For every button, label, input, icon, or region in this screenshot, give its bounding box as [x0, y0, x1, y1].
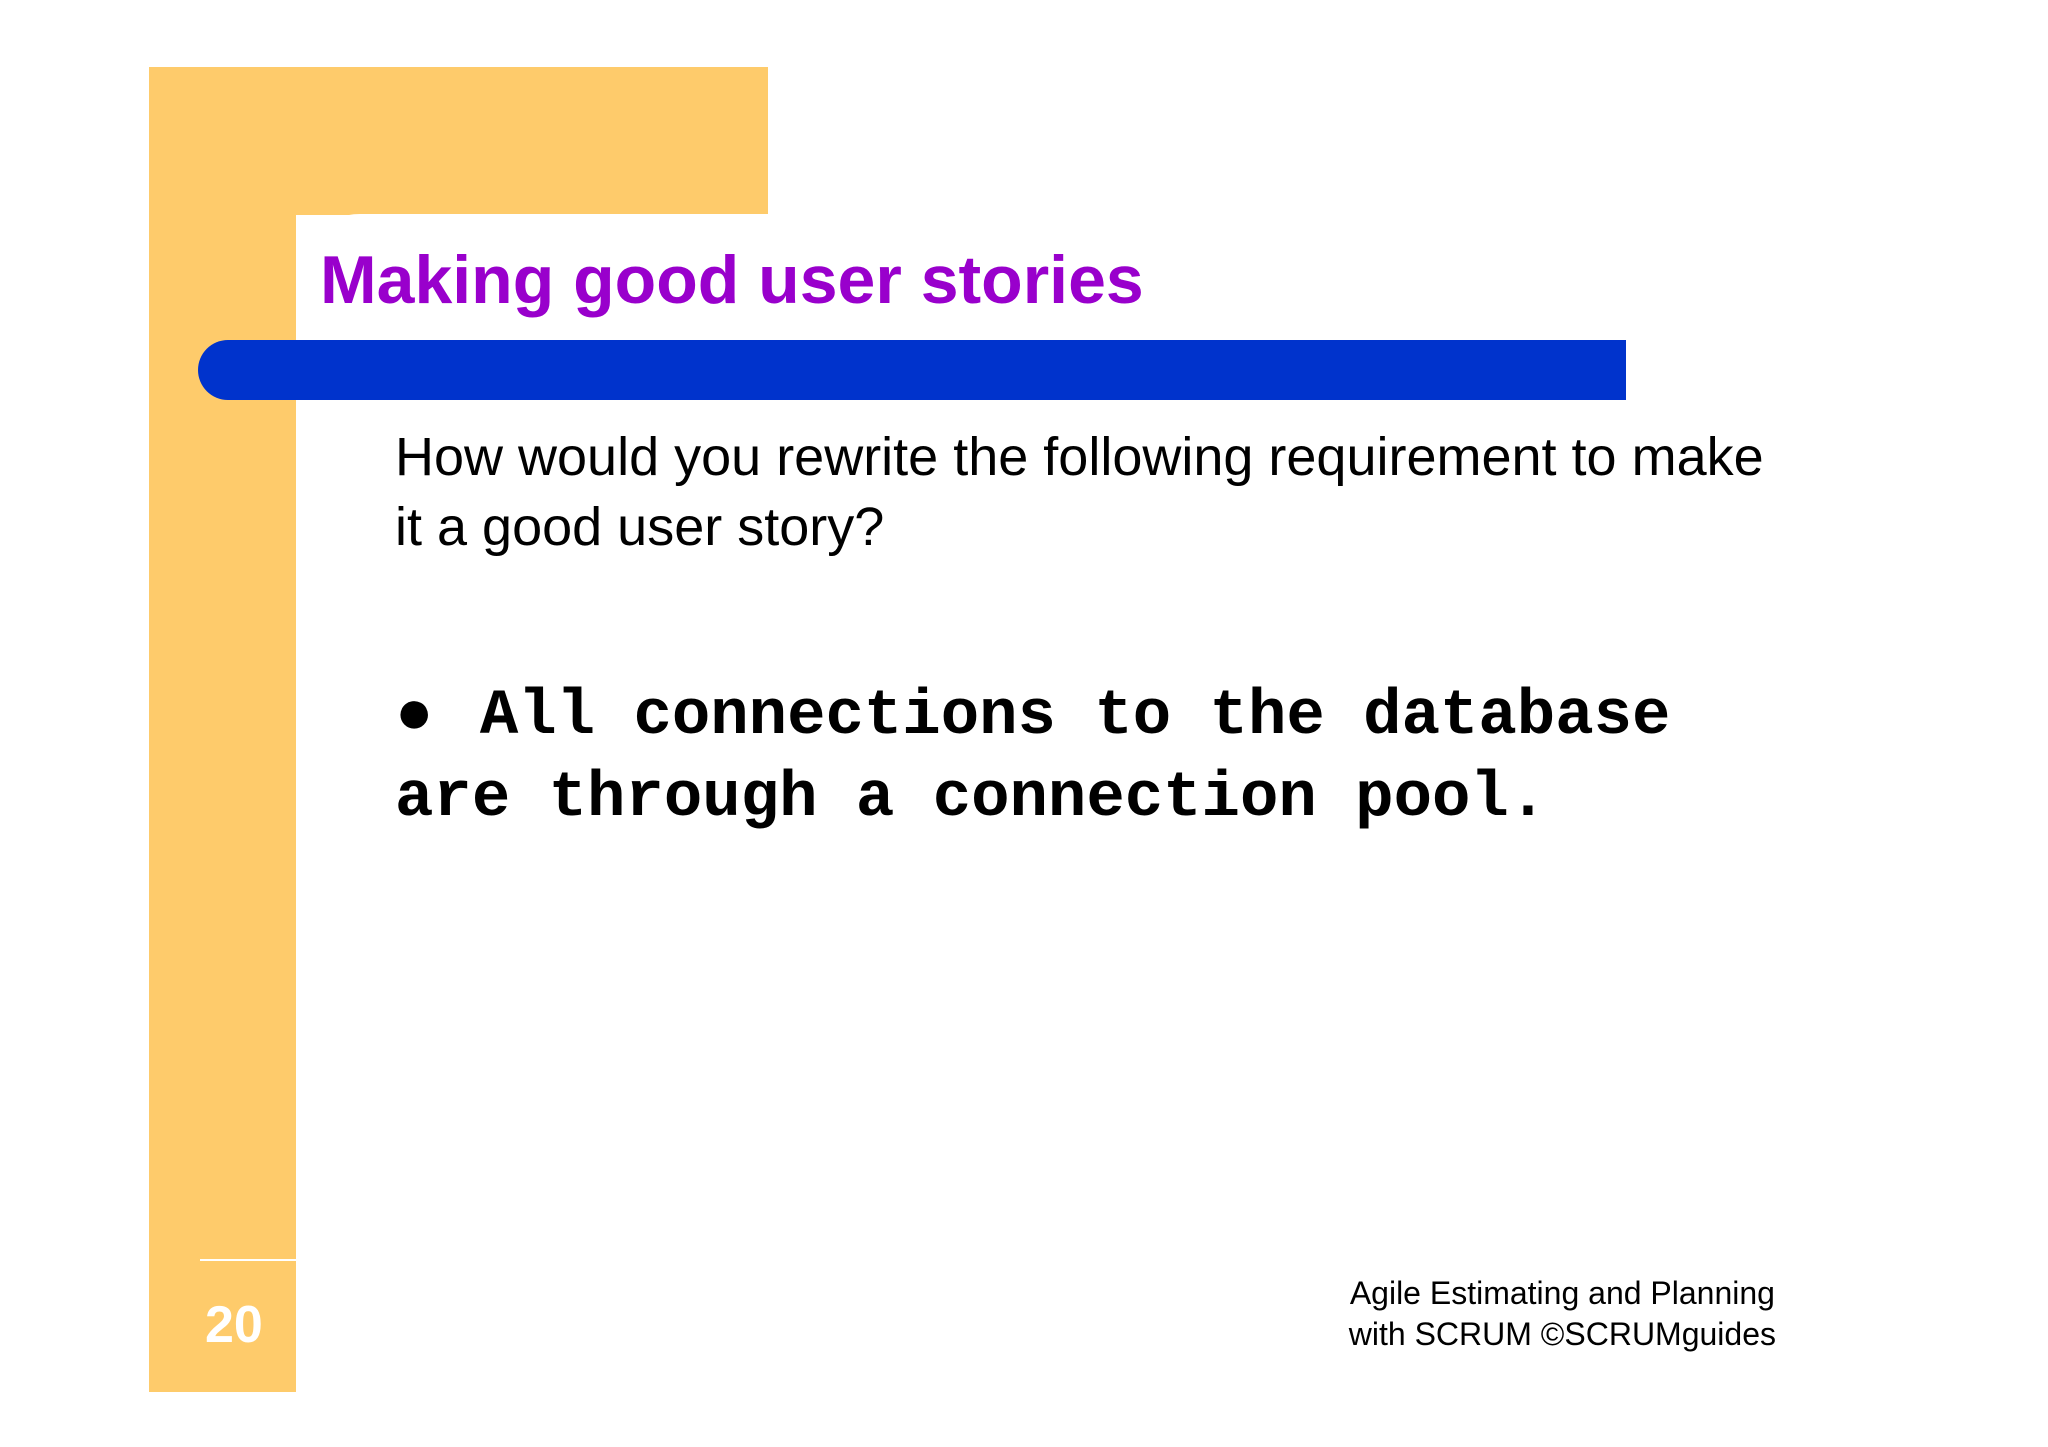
question-text: How would you rewrite the following requ… [395, 427, 1764, 557]
title-underline-bar [198, 340, 1626, 400]
left-accent-bar [149, 67, 296, 1392]
footer-divider [200, 1259, 296, 1261]
top-accent-block [149, 67, 768, 215]
bullet-icon: ● [395, 681, 434, 753]
slide-title: Making good user stories [320, 242, 1144, 318]
requirement-text-1: All connections to the database [479, 681, 1671, 753]
footer-credit-line-1: Agile Estimating and Planning [1349, 1275, 1775, 1311]
requirement-line-2: are through a connection pool. [395, 763, 1548, 835]
page-number: 20 [205, 1296, 263, 1354]
title-panel [296, 214, 1556, 344]
footer-credit: Agile Estimating and Planning with SCRUM… [1349, 1273, 1776, 1355]
footer-credit-line-2: with SCRUM ©SCRUMguides [1348, 1316, 1776, 1352]
requirement-line-1: ● All connections to the database [395, 676, 1845, 758]
requirement-bullet: ● All connections to the database are th… [395, 676, 1845, 840]
